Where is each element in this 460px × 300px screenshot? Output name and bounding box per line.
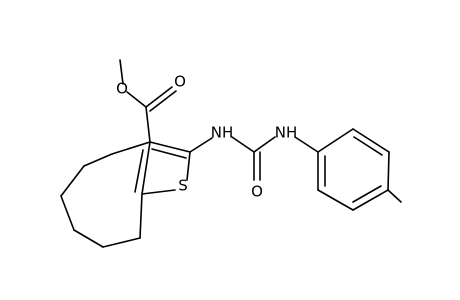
bond bbox=[145, 86, 173, 108]
bond bbox=[387, 151, 390, 191]
bond bbox=[387, 189, 402, 203]
bond bbox=[253, 136, 276, 153]
bond bbox=[149, 141, 191, 153]
bond bbox=[102, 237, 141, 248]
bond bbox=[141, 189, 176, 195]
bond bbox=[83, 153, 113, 167]
bond bbox=[60, 165, 85, 197]
urea-oxygen-label: O bbox=[251, 183, 263, 201]
bond bbox=[111, 141, 151, 155]
bond bbox=[149, 90, 177, 112]
nh-right-label: NH bbox=[275, 124, 298, 142]
bond bbox=[151, 148, 187, 159]
bond bbox=[189, 137, 213, 153]
carbonyl-oxygen-label: O bbox=[174, 73, 186, 91]
bond bbox=[73, 229, 104, 248]
bond bbox=[317, 128, 354, 153]
bond bbox=[294, 136, 319, 153]
bond bbox=[353, 136, 383, 156]
bond bbox=[317, 189, 354, 211]
bond bbox=[231, 136, 255, 153]
bond bbox=[141, 141, 151, 195]
bond bbox=[134, 149, 144, 193]
bond bbox=[139, 193, 143, 239]
nh-left-label: NH bbox=[211, 124, 234, 142]
bond bbox=[119, 59, 124, 85]
bond bbox=[186, 151, 191, 181]
sulfur-label: S bbox=[178, 177, 188, 195]
bond bbox=[352, 189, 389, 211]
bond bbox=[352, 185, 382, 203]
ester-oxygen-label: O bbox=[116, 80, 128, 98]
bond bbox=[145, 106, 151, 143]
bond bbox=[352, 128, 390, 153]
bond bbox=[126, 91, 147, 108]
bond bbox=[60, 195, 75, 231]
